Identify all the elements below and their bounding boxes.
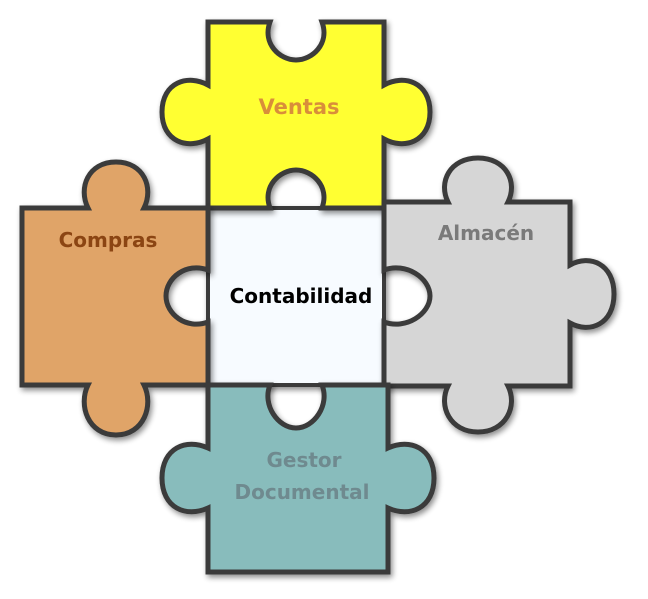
label-contabilidad: Contabilidad bbox=[230, 284, 373, 308]
label-compras: Compras bbox=[59, 228, 158, 252]
puzzle-piece-gestor-documental bbox=[159, 382, 437, 575]
label-ventas: Ventas bbox=[258, 95, 339, 119]
label-almacen: Almacén bbox=[438, 221, 534, 245]
label-gestor: Gestor bbox=[266, 448, 341, 472]
puzzle-piece-almacen bbox=[381, 155, 617, 435]
label-documental: Documental bbox=[235, 480, 370, 504]
puzzle-piece-compras bbox=[19, 159, 211, 438]
